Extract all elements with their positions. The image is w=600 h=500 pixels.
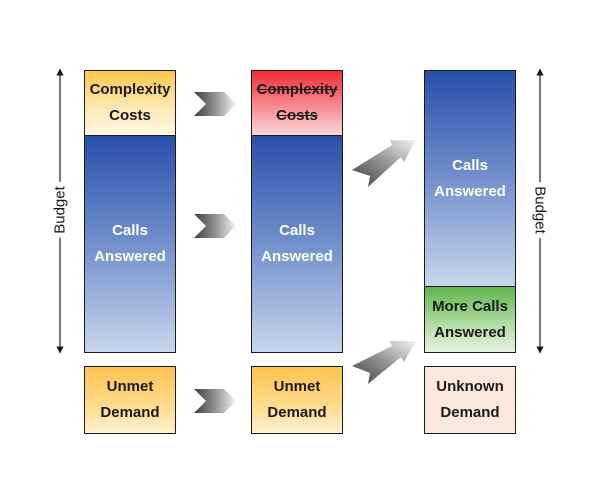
unmet-demand-label-left: Unmet Demand: [100, 378, 160, 421]
complexity-costs-box-middle: Complexity Costs: [251, 70, 343, 136]
unmet-demand-box-middle: Unmet Demand: [251, 366, 343, 434]
angled-arrow-icon: [352, 140, 416, 187]
unknown-demand-label: Unknown Demand: [436, 378, 504, 421]
more-calls-answered-label: More Calls Answered: [432, 297, 508, 341]
budget-label-right: Budget: [529, 182, 551, 238]
chevron-right-icon: [194, 214, 236, 238]
calls-answered-label-right: Calls Answered: [434, 156, 506, 200]
unknown-demand-box: Unknown Demand: [424, 366, 516, 434]
calls-answered-box-middle: Calls Answered: [251, 135, 343, 353]
complexity-costs-label-middle: Complexity Costs: [256, 81, 338, 124]
unmet-demand-label-middle: Unmet Demand: [267, 378, 327, 421]
chevron-right-icon: [194, 92, 236, 116]
complexity-costs-box-left: Complexity Costs: [84, 70, 176, 136]
chevron-right-icon: [194, 389, 236, 413]
more-calls-answered-box: More Calls Answered: [424, 286, 516, 353]
calls-answered-box-right: Calls Answered: [424, 70, 516, 287]
budget-label-left: Budget: [49, 182, 71, 238]
calls-answered-label-middle: Calls Answered: [261, 222, 333, 265]
angled-arrow-icon: [352, 341, 416, 384]
unmet-demand-box-left: Unmet Demand: [84, 366, 176, 434]
calls-answered-box-left: Calls Answered: [84, 135, 176, 353]
calls-answered-label-left: Calls Answered: [94, 222, 166, 265]
complexity-costs-label-left: Complexity Costs: [89, 81, 171, 124]
